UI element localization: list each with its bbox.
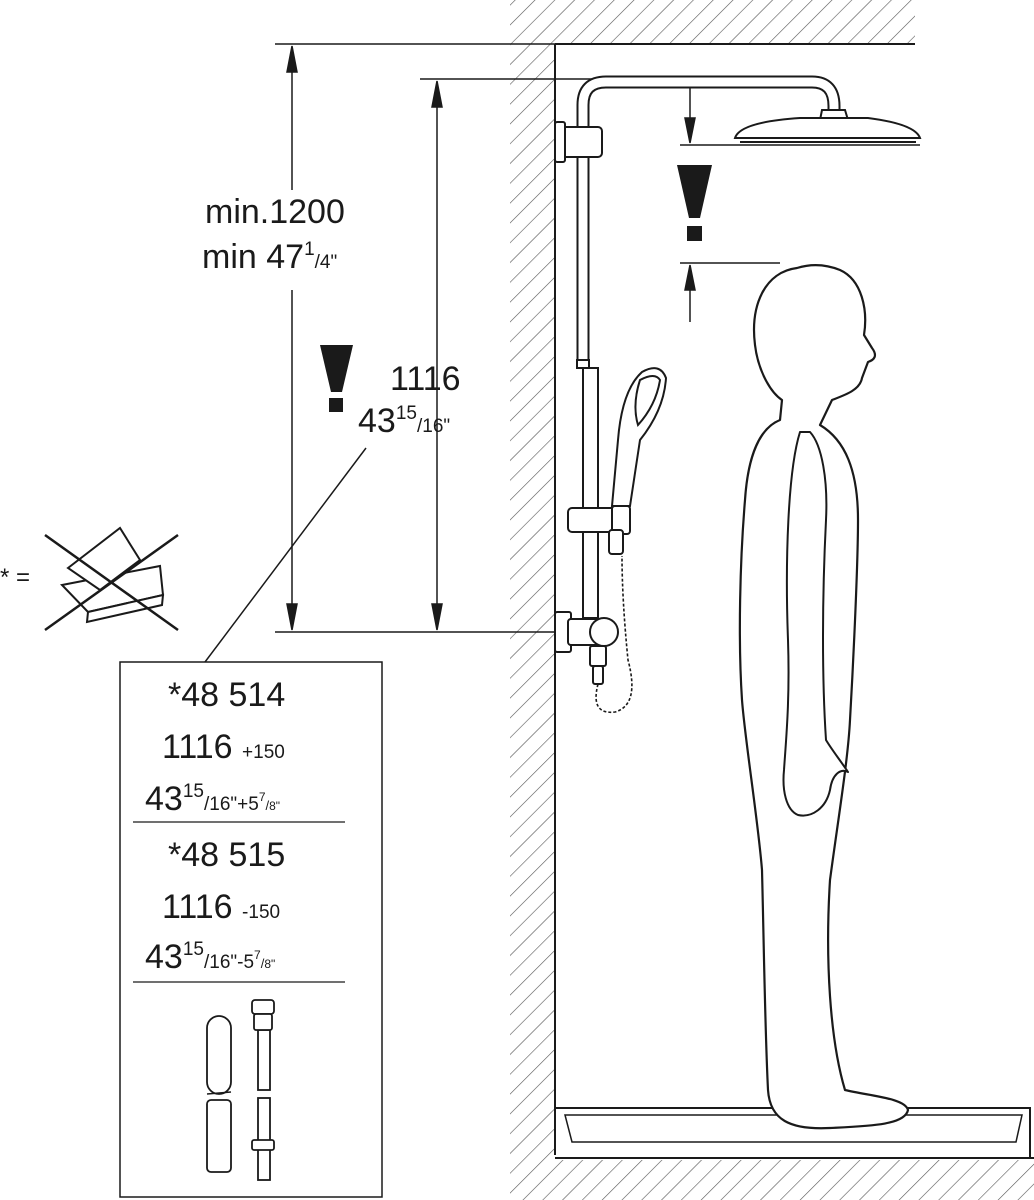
extension-inch: 4315/16"-57/8" (145, 938, 276, 976)
arm-height-inch-label: 4315/16" (358, 402, 451, 440)
dimension-arm-height (420, 78, 600, 631)
shower-hose (595, 555, 633, 714)
extension-mm: 1116 -150 (162, 888, 281, 926)
leader-line (204, 447, 367, 663)
warning-icon (320, 345, 353, 412)
note-label: * = (0, 564, 31, 591)
warning-icon (677, 165, 712, 241)
floor (555, 1157, 1034, 1200)
person-arm (782, 431, 849, 817)
shower-head (733, 109, 922, 143)
shower-column (554, 75, 841, 619)
extension-mm: 1116 +150 (162, 728, 285, 766)
ceiling (510, 0, 915, 45)
thermostat-mixer (554, 611, 619, 685)
arm-height-mm-label: 1116 (390, 360, 461, 398)
min-height-mm-label: min.1200 (205, 193, 345, 231)
wall (510, 44, 556, 1200)
hand-shower (610, 367, 668, 507)
dimension-min-height (275, 43, 555, 633)
dimension-headroom (680, 85, 920, 322)
extension-rod-icon (206, 999, 275, 1181)
extension-info-box (119, 661, 383, 1198)
crossed-out-product-icon (44, 526, 179, 632)
extension-inch: 4315/16"+57/8" (145, 780, 281, 818)
extension-code: *48 515 (168, 836, 286, 874)
extension-code: *48 514 (168, 676, 286, 714)
min-height-inch-label: min 471/4" (202, 238, 338, 276)
